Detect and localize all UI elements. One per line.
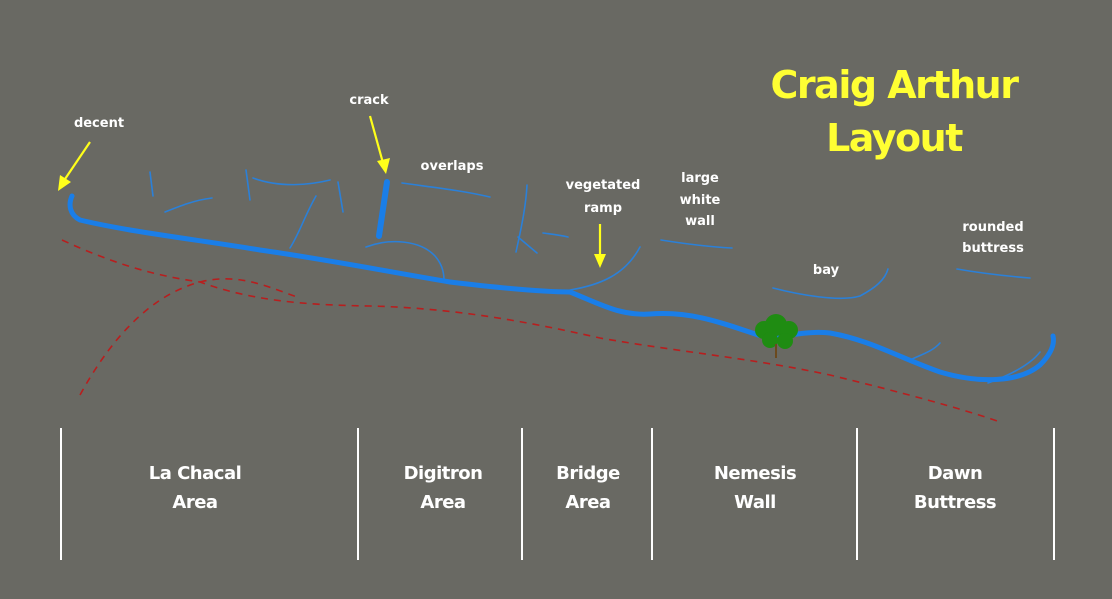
approach-path-branch <box>79 278 301 396</box>
annotation-ramp: ramp <box>584 201 622 216</box>
annotation-overlaps: overlaps <box>421 159 484 174</box>
annotation-large: large <box>681 171 719 186</box>
annotation-crack: crack <box>349 93 389 108</box>
annotation-rounded: rounded <box>962 220 1023 235</box>
annotation-buttress: buttress <box>962 241 1024 256</box>
annotation-bay: bay <box>813 263 840 278</box>
tree-icon <box>755 314 798 358</box>
cliff-base-line <box>67 193 1056 383</box>
arrow-crack <box>368 115 390 174</box>
area-nemesis-line2: Wall <box>734 492 776 513</box>
area-nemesis-line1: Nemesis <box>714 463 796 484</box>
diagram-title-line2: Layout <box>826 116 963 160</box>
arrow-decent <box>58 141 91 191</box>
annotation-white: white <box>680 193 721 208</box>
area-digitron-line2: Area <box>420 492 465 513</box>
diagram-title-line1: Craig Arthur <box>771 63 1020 107</box>
arrow-vegetated-ramp <box>594 224 606 268</box>
area-digitron-line1: Digitron <box>404 463 483 484</box>
cliff-features <box>149 169 1041 384</box>
annotation-vegetated: vegetated <box>566 178 641 193</box>
annotation-wall: wall <box>685 214 715 229</box>
crack-line <box>376 179 390 239</box>
area-la-chacal-line2: Area <box>172 492 217 513</box>
area-dawn-line2: Buttress <box>914 492 996 513</box>
area-la-chacal-line1: La Chacal <box>149 463 242 484</box>
area-dividers <box>60 428 1055 560</box>
area-dawn-line1: Dawn <box>928 463 983 484</box>
annotation-decent: decent <box>74 116 124 131</box>
approach-path <box>61 239 1001 423</box>
area-bridge-line2: Area <box>565 492 610 513</box>
approach-path-main <box>61 239 1001 423</box>
area-bridge-line1: Bridge <box>556 463 620 484</box>
